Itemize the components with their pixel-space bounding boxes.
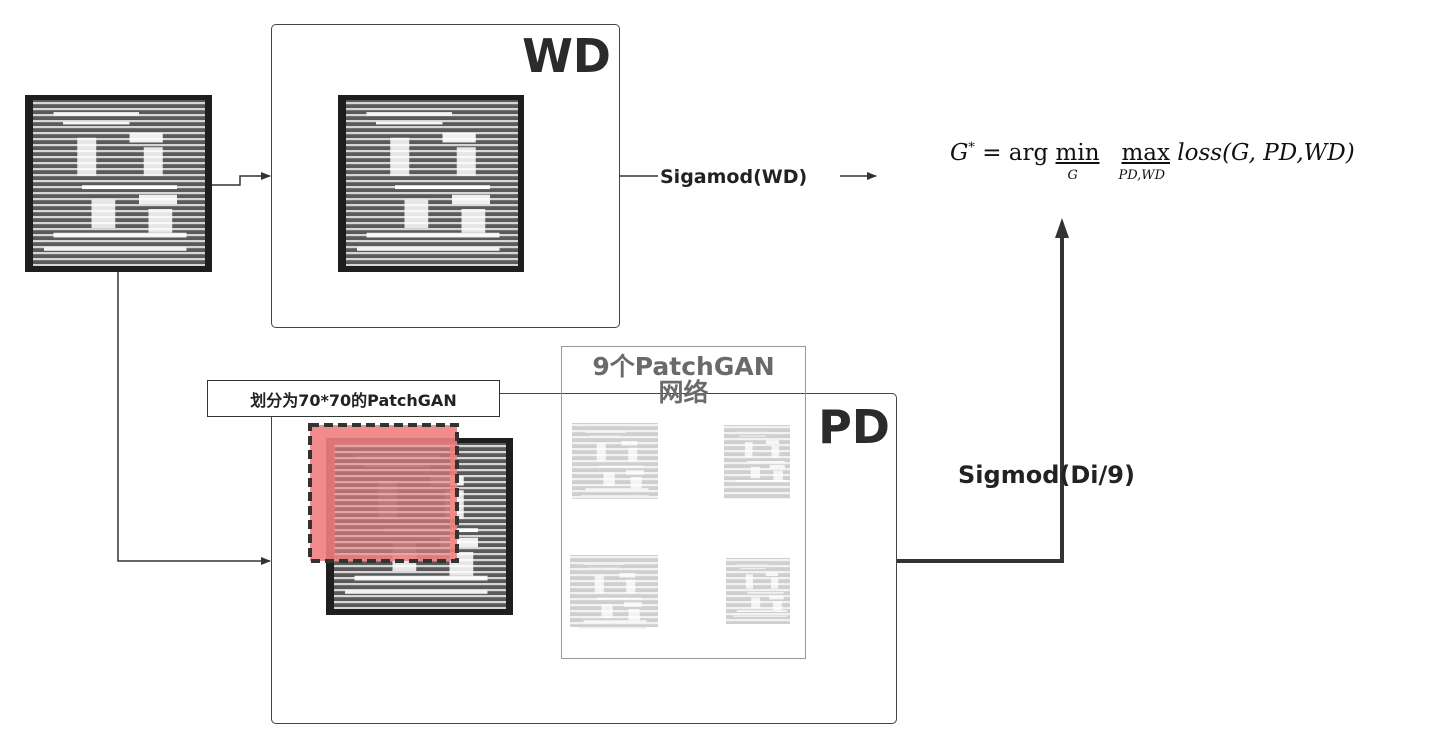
patchgan-network-box bbox=[561, 346, 806, 659]
wd-label: WD bbox=[522, 29, 611, 83]
formula-g: G bbox=[950, 140, 969, 166]
formula-max-sub: PD,WD bbox=[1118, 168, 1166, 183]
formula-min-text: min bbox=[1055, 140, 1100, 166]
formula-max-text: max bbox=[1121, 140, 1170, 166]
patch-thumb-top-left bbox=[572, 423, 658, 499]
patch-split-callout: 划分为70*70的PatchGAN bbox=[207, 380, 500, 417]
pd-label: PD bbox=[818, 400, 890, 454]
patch-thumb-bottom-right bbox=[726, 558, 790, 624]
patch-thumb-bottom-left bbox=[570, 555, 658, 629]
wd-image bbox=[338, 95, 524, 272]
pd-to-formula-arrowhead bbox=[1055, 218, 1069, 238]
patchgan-network-title-line2: 网络 bbox=[658, 378, 709, 408]
sigmod-di-label: Sigmod(Di/9) bbox=[958, 461, 1135, 489]
formula-equals: = bbox=[982, 140, 1002, 166]
sigamod-wd-label: Sigamod(WD) bbox=[660, 166, 808, 188]
patch-highlight bbox=[308, 423, 459, 563]
patchgan-network-title: 9个PatchGAN 网络 bbox=[561, 352, 806, 408]
pd-to-formula-connector bbox=[897, 228, 1064, 563]
patchgan-network-title-line1: 9个PatchGAN bbox=[592, 352, 775, 381]
formula-min-sub: G bbox=[1067, 168, 1078, 183]
formula-arg: arg bbox=[1008, 140, 1049, 166]
input-image bbox=[25, 95, 212, 272]
formula-loss: loss(G, PD,WD) bbox=[1177, 140, 1355, 166]
input-to-wd-connector bbox=[212, 172, 271, 186]
input-to-pd-connector bbox=[117, 272, 271, 565]
formula-star: * bbox=[968, 140, 975, 156]
patch-thumb-top-right bbox=[724, 425, 790, 499]
